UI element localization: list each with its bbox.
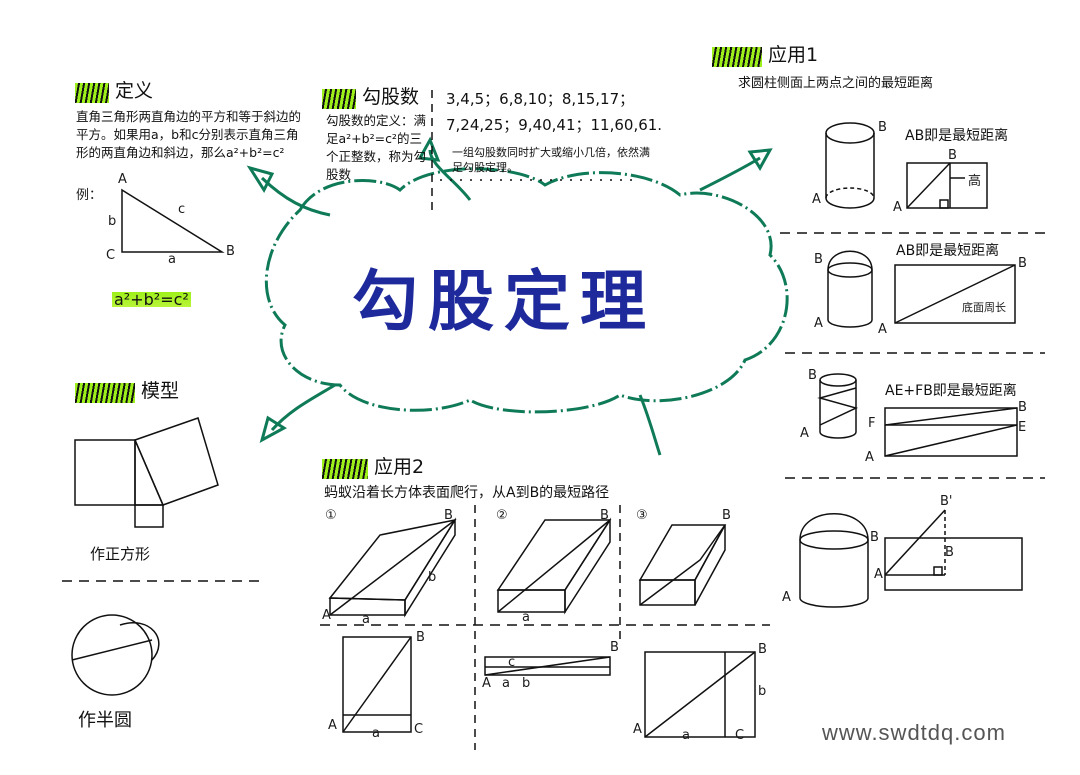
model-caption-semicircle: 作半圆 [78, 710, 132, 731]
box-1 [328, 517, 457, 618]
pythagorean-line1: 3,4,5；6,8,10；8,15,17； [446, 90, 635, 108]
unfold2-a: A [482, 676, 491, 691]
formula: a²+b²=c² [112, 290, 191, 309]
unfold1-b: B [416, 630, 425, 645]
case-number-3: ③ [636, 508, 648, 523]
model-heading: 模型 [75, 376, 179, 403]
unfold-3 [644, 651, 756, 738]
definition-triangle [121, 188, 225, 253]
case1-height: 高 [968, 174, 982, 189]
case4-unfold-b: B [945, 545, 954, 560]
case4-a: A [782, 590, 791, 605]
box-3 [638, 524, 727, 606]
case2-label: AB即是最短距离 [896, 243, 1000, 259]
case1-label: AB即是最短距离 [905, 128, 1009, 144]
application1-heading: 应用1 [712, 40, 818, 67]
unfold1-side-a: a [372, 726, 380, 741]
box1-b: B [444, 508, 453, 523]
cylinder-4 [799, 509, 1023, 608]
case1-b: B [878, 120, 887, 135]
case1-a: A [812, 192, 821, 207]
case3-label: AE+FB即是最短距离 [885, 383, 1017, 399]
box2-b: B [600, 508, 609, 523]
case2-a: A [814, 316, 823, 331]
model-caption-square: 作正方形 [90, 545, 151, 563]
vertex-b: B [226, 244, 235, 259]
example-label: 例： [76, 188, 103, 203]
side-c: c [178, 202, 186, 217]
unfold3-side-a: a [682, 728, 690, 743]
case-number-2: ② [496, 508, 508, 523]
case2-perimeter: 底面周长 [962, 301, 1006, 314]
highlight-marker-icon [75, 382, 135, 403]
cylinder-1 [825, 122, 988, 209]
box1-a: A [322, 608, 331, 623]
unfold1-c: C [414, 722, 424, 737]
case4-unfold-a: A [874, 567, 883, 582]
case3-a: A [800, 426, 809, 441]
unfold2-side-c: c [508, 655, 516, 670]
unfold-1 [342, 636, 412, 733]
case3-b: B [808, 368, 817, 383]
unfold2-side-b: b [522, 676, 531, 691]
highlight-marker-icon [322, 458, 368, 479]
application1-subtitle: 求圆柱侧面上两点之间的最短距离 [738, 76, 934, 91]
definition-text: 直角三角形两直角边的平方和等于斜边的平方。如果用a，b和c分别表示直角三角形的两… [76, 109, 302, 160]
application2-heading: 应用2 [322, 452, 424, 479]
side-b: b [108, 214, 117, 229]
watermark: www.swdtdq.com [822, 720, 1006, 745]
pythagorean-heading: 勾股数 [322, 82, 419, 109]
cylinder-3 [817, 373, 1018, 457]
pythagorean-line2: 7,24,25；9,40,41；11,60,61. [446, 116, 663, 134]
pythagorean-note: 一组勾股数同时扩大或缩小几倍，依然满足勾股定理。 [452, 146, 650, 174]
pythagorean-definition: 勾股数的定义：满足a²+b²=c²的三个正整数，称为勾股数 [326, 113, 427, 182]
case3-e: E [1018, 420, 1027, 435]
unfold-2 [484, 656, 611, 676]
central-cloud [264, 167, 789, 414]
box-2 [496, 517, 612, 615]
case-number-1: ① [325, 508, 337, 523]
case1-unfold-b: B [948, 148, 957, 163]
side-a: a [168, 252, 176, 267]
definition-heading: 定义 [75, 76, 153, 103]
application2-subtitle: 蚂蚁沿着长方体表面爬行，从A到B的最短路径 [324, 485, 610, 501]
case2-unfold-a: A [878, 322, 887, 337]
highlight-marker-icon [712, 46, 762, 67]
case4-b: B [870, 530, 879, 545]
vertex-a: A [118, 172, 127, 187]
main-title: 勾股定理 [352, 262, 656, 340]
case3-unfold-b: B [1018, 400, 1027, 415]
unfold3-c: C [735, 728, 745, 743]
cylinder-2 [827, 250, 1016, 328]
highlight-marker-icon [322, 88, 356, 109]
unfold3-side-b: b [758, 684, 767, 699]
case1-unfold-a: A [893, 200, 902, 215]
case3-unfold-a: A [865, 450, 874, 465]
box3-b: B [722, 508, 731, 523]
model-squares [74, 417, 219, 528]
case2-b: B [814, 252, 823, 267]
case4-b-prime: B' [940, 494, 953, 509]
arrow-head [246, 165, 275, 194]
unfold1-a: A [328, 718, 337, 733]
box1-side-a: a [362, 612, 370, 627]
model-semicircles [71, 614, 160, 696]
highlight-marker-icon [75, 82, 109, 103]
unfold2-b: B [610, 640, 619, 655]
box2-side-a: a [522, 610, 530, 625]
unfold3-a: A [633, 722, 642, 737]
unfold2-side-a: a [502, 676, 510, 691]
vertex-c: C [106, 248, 116, 263]
unfold3-b: B [758, 642, 767, 657]
case2-unfold-b: B [1018, 256, 1027, 271]
case3-f: F [868, 416, 876, 431]
box1-side-b: b [428, 570, 437, 585]
